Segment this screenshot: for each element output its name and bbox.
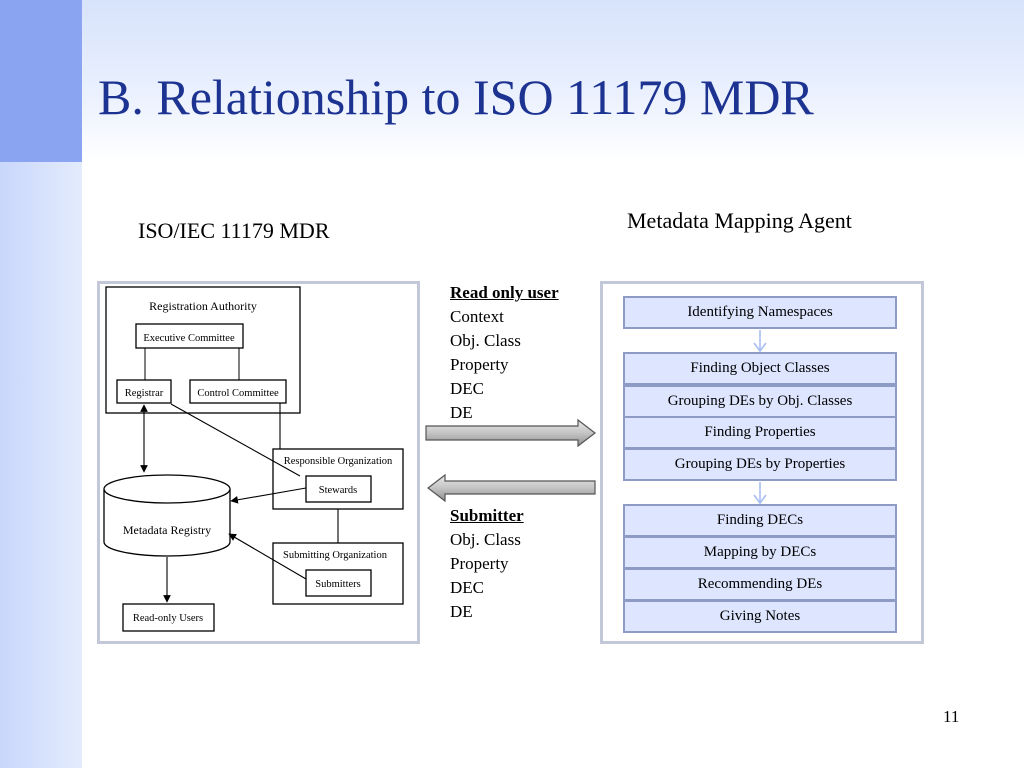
- list-item: Obj. Class: [450, 331, 521, 350]
- registrar-stewards-line: [170, 403, 301, 477]
- submitters-registry-arrow: [228, 533, 307, 580]
- submitters-label: Submitters: [315, 579, 361, 590]
- registrar-box: [116, 379, 172, 404]
- list-item: Property: [450, 355, 509, 374]
- mdr-heading: ISO/IEC 11179 MDR: [138, 218, 330, 243]
- control-committee-box: [189, 379, 287, 404]
- down-arrow-icon: [753, 494, 767, 505]
- executive-committee-box: [135, 323, 244, 349]
- metadata-registry-cylinder: [103, 489, 231, 557]
- registrar-label: Registrar: [125, 388, 164, 399]
- stewards-box: [305, 475, 372, 503]
- metadata-registry-label: Metadata Registry: [123, 523, 211, 537]
- control-committee-label: Control Committee: [197, 388, 279, 399]
- step-identifying-namespaces: Identifying Namespaces: [623, 296, 897, 329]
- slide-title: B. Relationship to ISO 11179 MDR: [98, 69, 814, 125]
- submit-flow-arrow: [427, 473, 596, 503]
- list-item: Obj. Class: [450, 530, 521, 549]
- registration-authority-label: Registration Authority: [149, 299, 257, 313]
- read-flow-arrow: [425, 418, 596, 448]
- stewards-registry-arrow: [230, 487, 307, 504]
- list-item: Property: [450, 554, 509, 573]
- read-only-user-heading: Read only user: [450, 283, 559, 302]
- submitters-box: [305, 569, 372, 597]
- step-finding-decs: Finding DECs: [623, 504, 897, 537]
- submitter-heading: Submitter: [450, 506, 524, 525]
- submitter-list: Submitter Obj. Class Property DEC DE: [450, 504, 600, 624]
- agent-heading: Metadata Mapping Agent: [627, 208, 852, 233]
- metadata-registry-top: [103, 474, 231, 504]
- read-only-users-label: Read-only Users: [133, 613, 203, 624]
- list-item: DEC: [450, 578, 484, 597]
- down-arrow-icon: [753, 342, 767, 353]
- step-giving-notes: Giving Notes: [623, 600, 897, 633]
- step-finding-object-classes: Finding Object Classes: [623, 352, 897, 385]
- title-band: [82, 0, 1024, 162]
- page-number: 11: [943, 707, 960, 726]
- list-item: DE: [450, 403, 473, 422]
- list-item: DEC: [450, 379, 484, 398]
- step-grouping-by-object-classes: Grouping DEs by Obj. Classes: [623, 385, 897, 418]
- step-recommending-des: Recommending DEs: [623, 568, 897, 601]
- read-only-users-box: [122, 603, 215, 632]
- list-item: DE: [450, 602, 473, 621]
- submitting-organization-label: Submitting Organization: [283, 550, 388, 561]
- responsible-organization-label: Responsible Organization: [284, 456, 393, 467]
- step-mapping-by-decs: Mapping by DECs: [623, 536, 897, 569]
- stewards-label: Stewards: [319, 485, 358, 496]
- executive-committee-label: Executive Committee: [143, 333, 235, 344]
- list-item: Context: [450, 307, 504, 326]
- accent-bar-side: [0, 162, 82, 768]
- read-only-user-list: Read only user Context Obj. Class Proper…: [450, 281, 600, 425]
- accent-bar-top: [0, 0, 82, 162]
- step-finding-properties: Finding Properties: [623, 416, 897, 449]
- step-grouping-by-properties: Grouping DEs by Properties: [623, 448, 897, 481]
